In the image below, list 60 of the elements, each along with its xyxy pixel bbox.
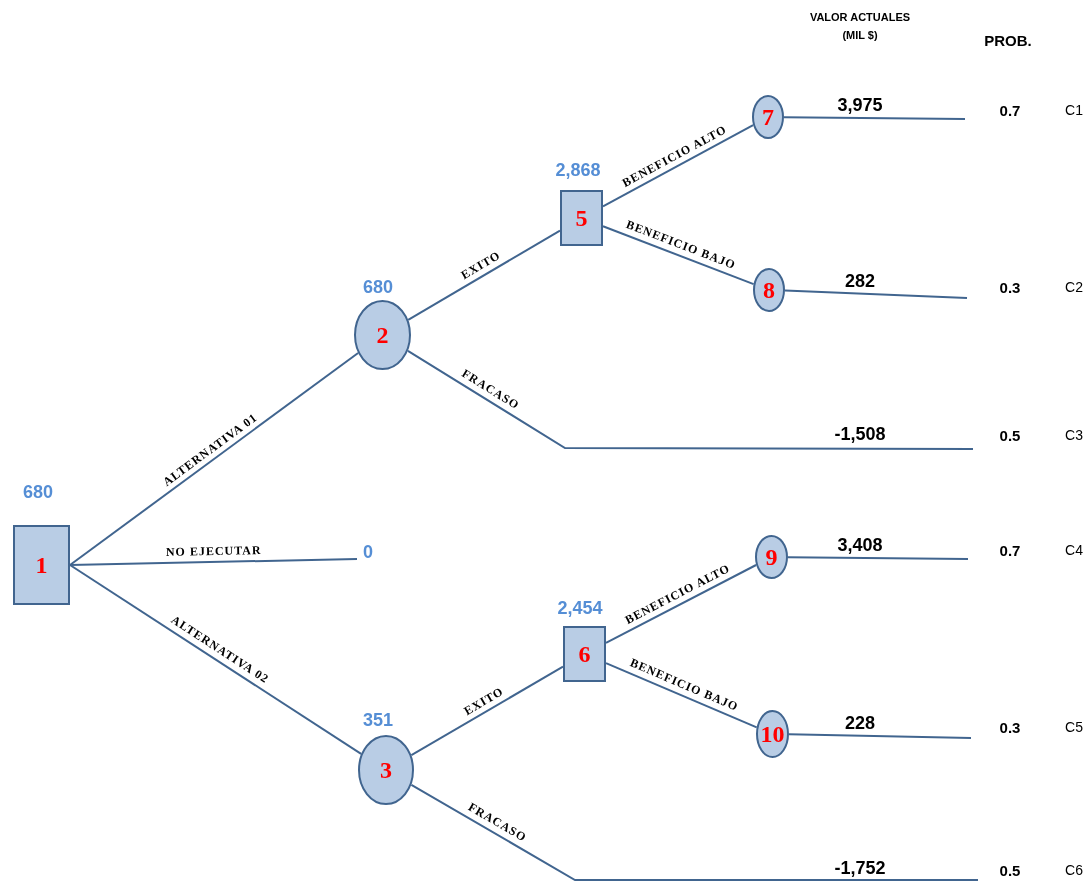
branch-line xyxy=(787,556,969,560)
branch-line xyxy=(784,289,968,299)
branch-line xyxy=(410,783,979,881)
branch-line xyxy=(69,352,360,566)
outcome-code: C2 xyxy=(1065,279,1083,295)
chance-node-circle xyxy=(755,535,788,579)
branch-line xyxy=(605,564,758,644)
branch-label: NO EJECUTAR xyxy=(165,543,262,560)
branch-line xyxy=(69,564,363,755)
node-number: 5 xyxy=(575,204,588,232)
value-text: 0 xyxy=(363,541,373,563)
outcome-value: 228 xyxy=(845,712,875,734)
column-header: VALOR ACTUALES (MIL $) xyxy=(808,10,912,43)
branch-line xyxy=(407,229,561,321)
node-number: 9 xyxy=(765,543,778,571)
probability: 0.5 xyxy=(999,861,1021,879)
node-number: 7 xyxy=(762,103,774,131)
probability: 0.3 xyxy=(999,278,1021,296)
branch-line xyxy=(783,116,966,120)
node-number: 10 xyxy=(760,720,785,748)
probability: 0.7 xyxy=(999,541,1021,559)
outcome-code: C1 xyxy=(1065,102,1083,118)
branch-line xyxy=(602,225,755,286)
decision-node-box xyxy=(560,190,603,246)
outcome-value: 3,975 xyxy=(837,94,883,116)
node-number: 6 xyxy=(578,640,591,668)
expected-value: 351 xyxy=(363,709,393,731)
outcome-code: C3 xyxy=(1065,427,1083,443)
decision-node-box xyxy=(563,626,606,682)
chance-node-circle xyxy=(753,268,785,312)
probability: 0.3 xyxy=(999,718,1021,736)
probability: 0.7 xyxy=(999,101,1021,119)
chance-node-circle xyxy=(756,710,789,758)
outcome-value: -1,752 xyxy=(834,857,886,879)
column-header: PROB. xyxy=(984,31,1032,49)
expected-value: 2,454 xyxy=(557,597,603,619)
chance-node-circle xyxy=(752,95,784,139)
outcome-value: 3,408 xyxy=(837,534,883,556)
branch-line xyxy=(69,558,358,566)
outcome-code: C4 xyxy=(1065,542,1083,558)
decision-node-box xyxy=(13,525,70,605)
chance-node-circle xyxy=(354,300,411,370)
outcome-value: -1,508 xyxy=(834,423,886,445)
branch-line xyxy=(602,124,755,208)
outcome-code: C5 xyxy=(1065,719,1083,735)
expected-value: 2,868 xyxy=(555,159,601,181)
expected-value: 680 xyxy=(363,276,393,298)
branch-line xyxy=(406,349,974,450)
node-number: 8 xyxy=(763,276,775,304)
outcome-code: C6 xyxy=(1065,862,1083,878)
chance-node-circle xyxy=(358,735,414,805)
probability: 0.5 xyxy=(999,426,1021,444)
node-number: 3 xyxy=(380,756,392,784)
branch-line xyxy=(605,662,758,729)
node-number: 2 xyxy=(376,321,389,349)
node-number: 1 xyxy=(35,551,48,579)
expected-value: 680 xyxy=(23,481,53,503)
branch-line xyxy=(410,665,564,757)
branch-line xyxy=(788,733,972,739)
outcome-value: 282 xyxy=(845,270,875,292)
